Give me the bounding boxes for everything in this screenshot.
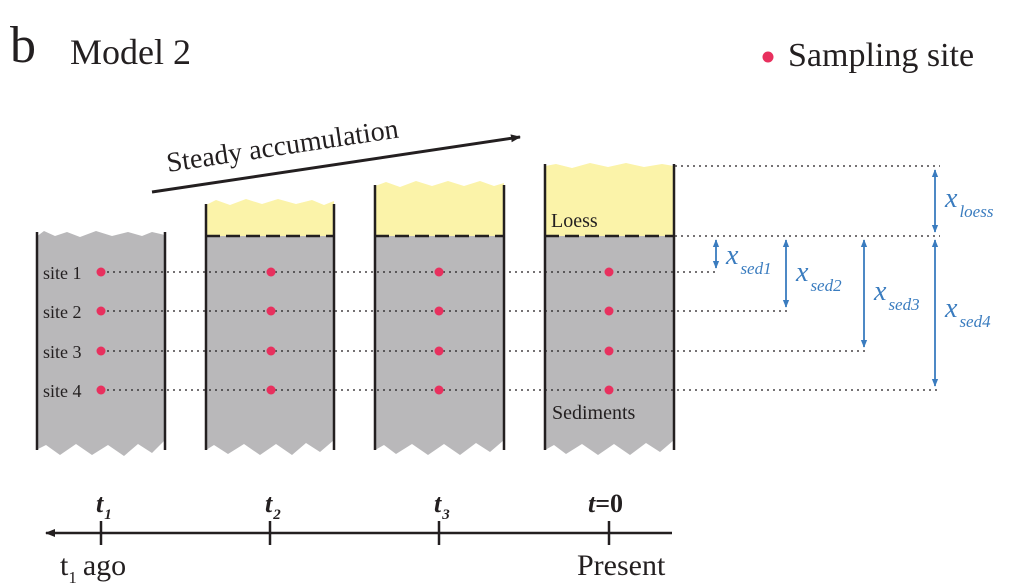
dimension-var: x <box>725 240 739 271</box>
sampling-sites <box>96 267 614 395</box>
timeline-ticks <box>99 521 611 545</box>
sampling-site-dot <box>434 306 444 316</box>
column-t1 <box>35 231 167 456</box>
sampling-site-dot <box>434 267 444 277</box>
column-t2 <box>204 199 336 455</box>
sampling-site-dot <box>604 346 614 356</box>
column-t3 <box>373 181 506 455</box>
tick-label-present: t=0 <box>588 489 623 518</box>
legend-label: Sampling site <box>788 37 974 74</box>
timeline-left-ago: ago <box>83 549 126 582</box>
tick-var: t <box>96 489 104 518</box>
tick-var: t <box>588 489 596 518</box>
site-label-1: site 1 <box>43 263 82 283</box>
tick-var: t <box>265 489 273 518</box>
site-label-4: site 4 <box>43 381 82 401</box>
tick-sub: 1 <box>104 507 112 523</box>
accumulation-arrow <box>151 134 521 194</box>
panel-letter: b <box>10 17 36 74</box>
tick-sub: 3 <box>441 507 450 523</box>
loess-label: Loess <box>551 210 598 232</box>
sampling-site-dot <box>96 267 106 277</box>
timeline-present-label: Present <box>577 549 666 582</box>
dimension-var: x <box>873 276 887 307</box>
sampling-site-dot <box>96 306 106 316</box>
tick-label-t1: t1 <box>96 489 112 523</box>
loess-layer <box>206 199 334 236</box>
dimension-var: x <box>795 257 809 288</box>
tick-eq: =0 <box>595 489 623 518</box>
guide-lines <box>101 165 940 391</box>
sediments-label: Sediments <box>552 402 636 424</box>
timeline-left-sub: 1 <box>68 568 77 587</box>
tick-label-t3: t3 <box>434 489 450 523</box>
tick-var: t <box>434 489 442 518</box>
site-label-2: site 2 <box>43 302 82 322</box>
dimension-sub: sed2 <box>810 276 842 295</box>
sampling-site-dot <box>266 267 276 277</box>
sediment-layer <box>36 231 165 456</box>
sampling-site-dot <box>434 385 444 395</box>
sampling-site-dot <box>96 385 106 395</box>
timeline-left-t: t <box>60 549 69 582</box>
loess-layer <box>375 181 504 236</box>
sampling-site-dot <box>604 385 614 395</box>
tick-label-t2: t2 <box>265 489 281 523</box>
accumulation-label: Steady accumulation <box>164 114 400 179</box>
sediment-layer <box>206 236 334 455</box>
sampling-site-dot <box>604 267 614 277</box>
dimension-var: x <box>944 293 958 324</box>
loess-layer <box>545 163 674 236</box>
dimension-sub: sed1 <box>740 259 771 278</box>
column-present: Loess Sediments <box>543 163 676 455</box>
sampling-site-dot <box>266 385 276 395</box>
dimension-arrows <box>712 169 939 387</box>
panel-title: Model 2 <box>70 32 191 72</box>
sediment-layer <box>375 236 504 455</box>
legend-dot-icon <box>762 51 774 63</box>
site-label-3: site 3 <box>43 342 82 362</box>
sampling-site-dot <box>96 346 106 356</box>
dimension-sub: loess <box>959 202 993 221</box>
tick-sub: 2 <box>272 507 281 523</box>
sampling-site-dot <box>434 346 444 356</box>
sediment-layer <box>545 236 674 455</box>
dimension-var: x <box>944 183 958 214</box>
dimension-sub: sed3 <box>888 295 919 314</box>
timeline-left-label: t1 ago <box>60 549 126 587</box>
sampling-site-dot <box>266 346 276 356</box>
sampling-site-dot <box>604 306 614 316</box>
sampling-site-dot <box>266 306 276 316</box>
dimension-sub: sed4 <box>959 312 991 331</box>
